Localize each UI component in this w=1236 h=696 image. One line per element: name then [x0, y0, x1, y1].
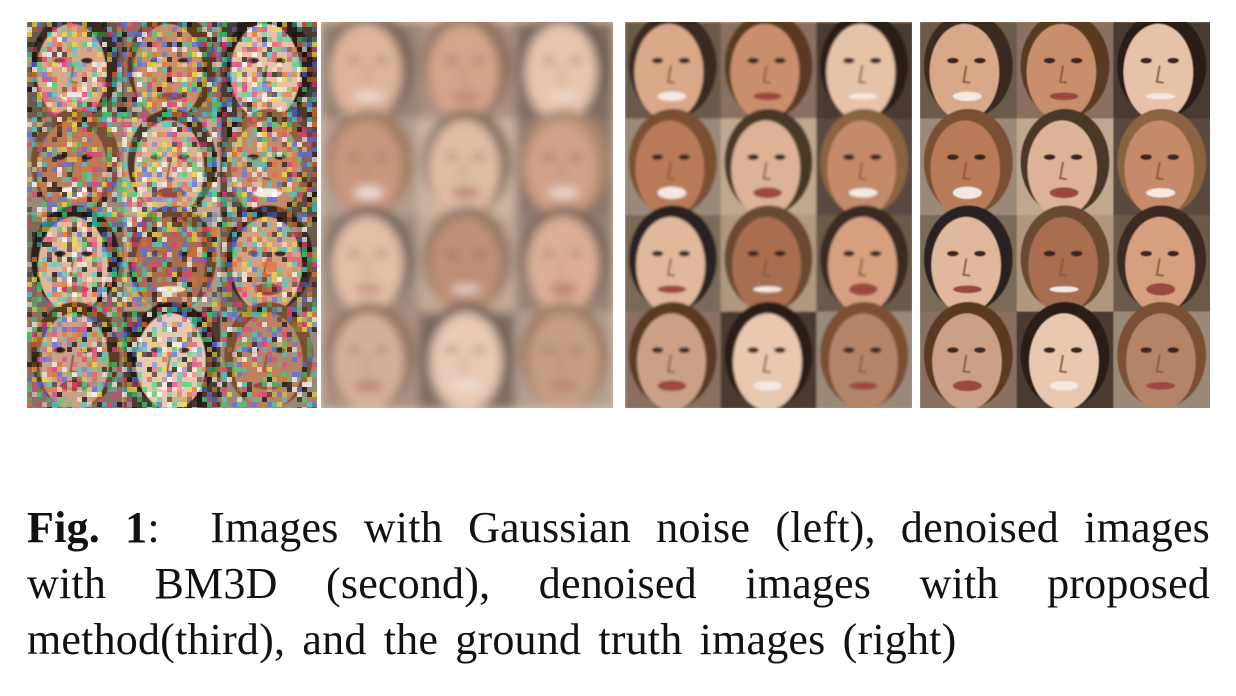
face-tile: [720, 205, 818, 314]
face-tile: [515, 205, 613, 314]
gaussian-noise-overlay: [27, 22, 317, 408]
face-tile: [625, 205, 722, 314]
face-tile: [321, 205, 420, 314]
face-tile: [418, 301, 517, 408]
face-tile: [816, 301, 912, 408]
face-tile: [515, 108, 613, 217]
face-tile: [920, 205, 1018, 314]
noisy-images-panel: [27, 22, 317, 408]
ground-truth-tiles: [920, 22, 1210, 408]
face-tile: [1016, 108, 1115, 217]
face-tile: [418, 108, 517, 217]
face-tile: [625, 301, 722, 408]
face-tile: [515, 301, 613, 408]
figure-caption: Fig. 1: Images with Gaussian noise (left…: [27, 500, 1210, 668]
face-tile: [1113, 205, 1210, 314]
face-tile: [920, 108, 1018, 217]
face-tile: [816, 205, 912, 314]
figure-label: Fig. 1: [27, 503, 148, 552]
face-tile: [1113, 22, 1210, 121]
bm3d-tiles: [321, 22, 613, 408]
ground-truth-panel: [920, 22, 1210, 408]
face-tile: [321, 108, 420, 217]
bm3d-denoised-panel: [321, 22, 613, 408]
face-tile: [1113, 108, 1210, 217]
face-tile: [720, 108, 818, 217]
face-tile: [720, 301, 818, 408]
face-tile: [625, 108, 722, 217]
face-tile: [720, 22, 818, 121]
caption-text: Images with Gaussian noise (left), denoi…: [27, 503, 1211, 664]
face-tile: [1016, 205, 1115, 314]
face-tile: [1113, 301, 1210, 408]
face-tile: [321, 22, 420, 121]
face-tile: [321, 301, 420, 408]
proposed-tiles: [625, 22, 912, 408]
proposed-denoised-panel: [625, 22, 912, 408]
caption-separator: :: [147, 503, 160, 552]
face-tile: [816, 22, 912, 121]
face-tile: [1016, 22, 1115, 121]
face-tile: [920, 301, 1018, 408]
figure-image-grid: [27, 22, 1210, 408]
face-tile: [625, 22, 722, 121]
face-tile: [816, 108, 912, 217]
face-tile: [920, 22, 1018, 121]
noisy-tiles: [27, 22, 317, 408]
face-tile: [515, 22, 613, 121]
face-tile: [418, 22, 517, 121]
face-tile: [1016, 301, 1115, 408]
face-tile: [418, 205, 517, 314]
